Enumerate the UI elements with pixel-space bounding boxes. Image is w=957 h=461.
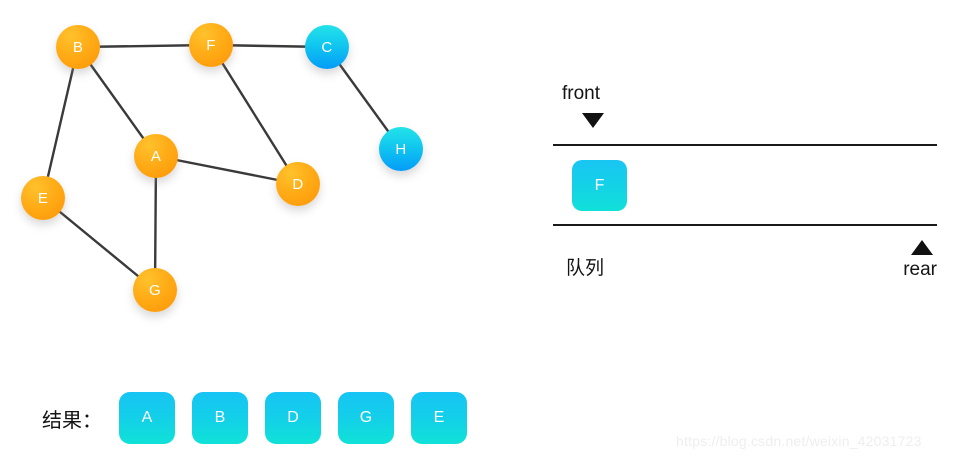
graph-edge-B-E: [41, 45, 80, 200]
result-item-label: D: [287, 409, 299, 426]
graph-node-H[interactable]: H: [379, 127, 423, 171]
graph-node-D[interactable]: D: [276, 162, 320, 206]
graph-node-F[interactable]: F: [189, 23, 233, 67]
graph-edge-B-F: [76, 43, 213, 49]
watermark: https://blog.csdn.net/weixin_42031723: [676, 433, 922, 449]
result-item-label: A: [141, 409, 153, 426]
queue-slot-list: F: [572, 160, 627, 211]
queue-item-label: F: [594, 176, 605, 194]
queue-front-label: front: [562, 83, 601, 104]
result-row: 结果： A B D G E: [42, 392, 467, 444]
graph-node-A[interactable]: A: [134, 134, 178, 178]
result-item-G[interactable]: G: [338, 392, 394, 444]
result-item-label: G: [359, 409, 373, 426]
queue-name-label: 队列: [566, 258, 605, 279]
front-pointer-down-icon: [582, 113, 604, 128]
graph-node-B[interactable]: B: [56, 25, 100, 69]
graph-node-C[interactable]: C: [305, 25, 349, 69]
graph-node-label: F: [206, 36, 216, 54]
graph-edge-A-G: [153, 154, 158, 292]
graph-node-label: H: [395, 140, 407, 158]
graph-edge-F-D: [209, 43, 300, 186]
graph-node-E[interactable]: E: [21, 176, 65, 220]
rear-pointer-up-icon: [911, 240, 933, 255]
queue-panel: front F rear 队列: [553, 78, 937, 290]
result-item-label: E: [433, 409, 445, 426]
result-item-E[interactable]: E: [411, 392, 467, 444]
queue-rear-label: rear: [903, 259, 937, 280]
graph-edge-E-G: [41, 196, 157, 292]
queue-item-F[interactable]: F: [572, 160, 627, 211]
queue-top-rule: [553, 144, 937, 146]
result-item-label: B: [214, 409, 226, 426]
graph-node-label: B: [72, 38, 84, 56]
result-label: 结果：: [42, 409, 102, 432]
graph-node-label: C: [321, 38, 333, 56]
graph-node-label: G: [149, 281, 161, 299]
graph-node-label: A: [150, 147, 162, 165]
graph-node-label: D: [292, 175, 304, 193]
result-item-B[interactable]: B: [192, 392, 248, 444]
graph-edge-A-D: [154, 154, 300, 186]
graph-node-G[interactable]: G: [133, 268, 177, 312]
graph-node-label: E: [37, 189, 49, 207]
result-item-D[interactable]: D: [265, 392, 321, 444]
queue-bottom-rule: [553, 224, 937, 226]
result-item-A[interactable]: A: [119, 392, 175, 444]
